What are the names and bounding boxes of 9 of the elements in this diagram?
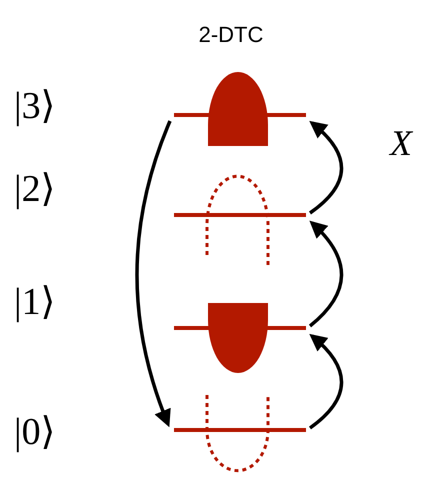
state-label: |1⟩ bbox=[14, 283, 56, 321]
state-label: |0⟩ bbox=[14, 413, 56, 451]
state-label: |3⟩ bbox=[14, 87, 56, 125]
curved-arrow bbox=[135, 120, 172, 428]
curved-arrow bbox=[308, 220, 344, 328]
state-label: |2⟩ bbox=[14, 170, 56, 208]
curved-arrow bbox=[308, 120, 344, 214]
diagram-title: 2-DTC bbox=[198, 24, 264, 46]
curved-arrow bbox=[308, 334, 344, 430]
